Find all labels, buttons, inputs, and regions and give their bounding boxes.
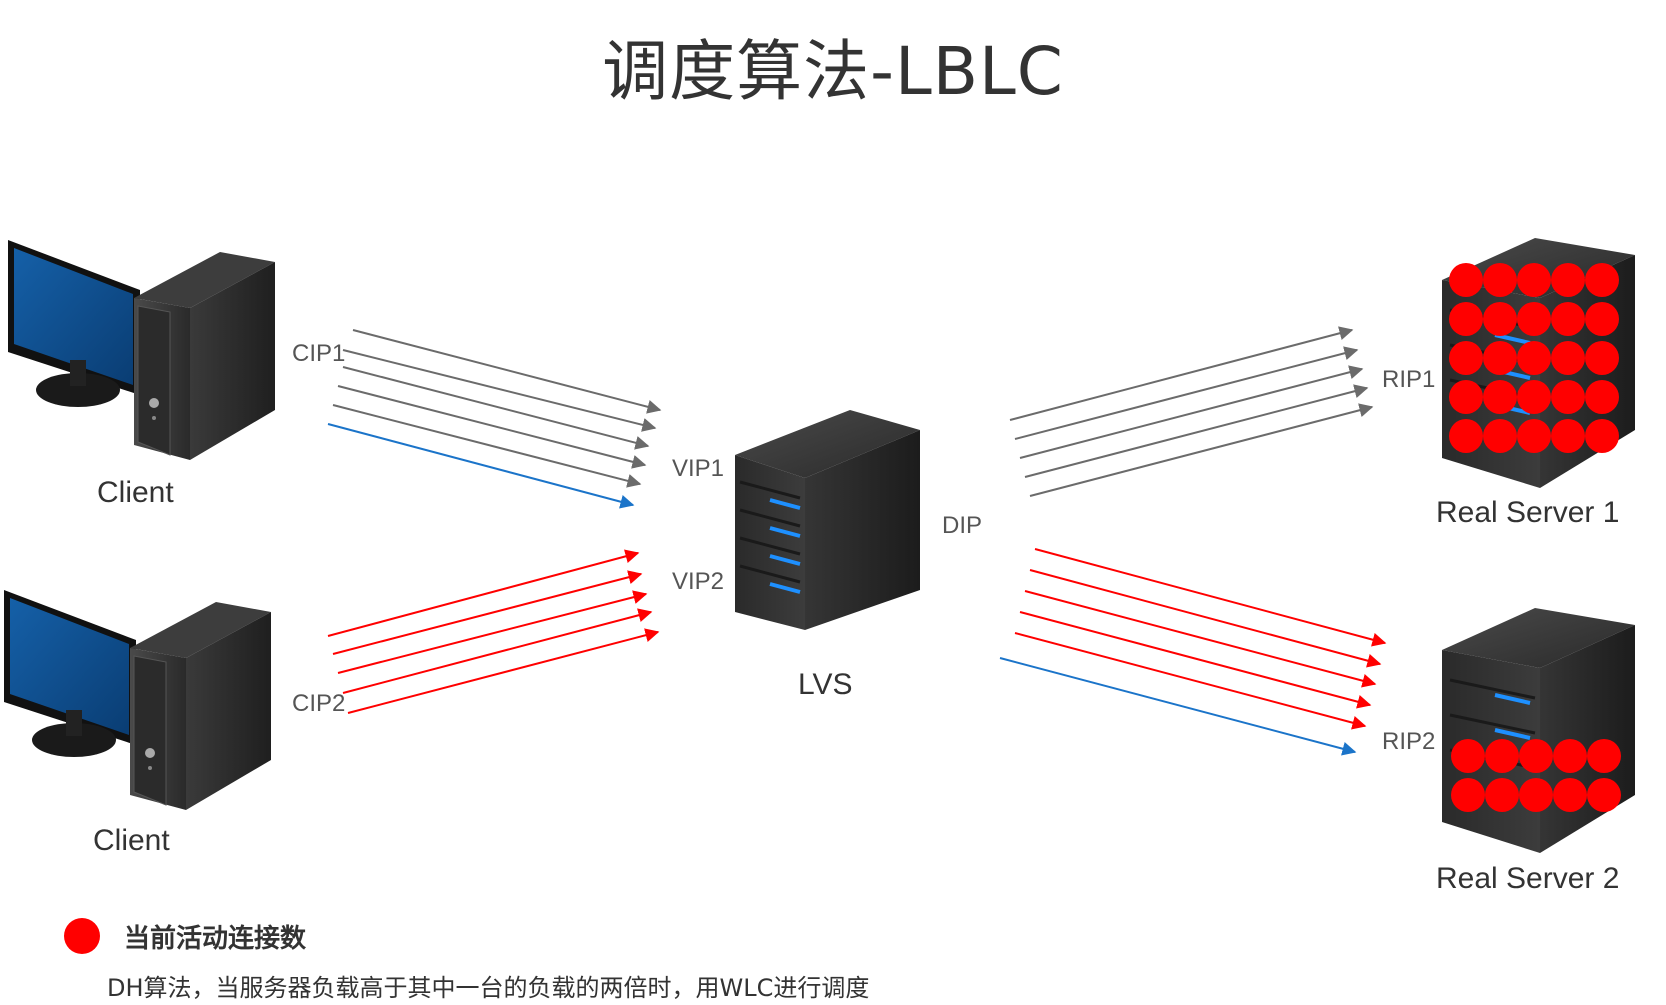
dip-to-rip1-arrows	[1009, 326, 1374, 497]
rip2-label: RIP2	[1382, 728, 1436, 755]
arrow-red	[1029, 569, 1382, 668]
arrow-gray	[1024, 384, 1369, 478]
connection-dot	[1483, 341, 1517, 375]
arrow-red	[347, 628, 660, 714]
connection-dot	[1483, 380, 1517, 414]
arrow-red	[1034, 548, 1387, 647]
connection-dot	[1551, 419, 1585, 453]
arrow-gray	[337, 385, 647, 469]
vip1-label: VIP1	[672, 455, 725, 482]
page-title: 调度算法-LBLC	[602, 33, 1064, 110]
arrow-gray	[1009, 326, 1354, 421]
connection-dot	[1517, 380, 1551, 414]
arrow-gray	[1014, 346, 1359, 440]
connection-dot	[1517, 263, 1551, 297]
connection-dot	[1449, 419, 1483, 453]
arrow-red	[1014, 632, 1367, 730]
arrow-red	[337, 590, 648, 674]
connection-dot	[1587, 739, 1621, 773]
arrow-red	[1019, 611, 1372, 709]
arrow-gray	[342, 366, 650, 450]
dip-label: DIP	[942, 512, 983, 539]
arrow-gray	[1019, 365, 1364, 459]
connection-dot	[1485, 778, 1519, 812]
connection-dot	[1451, 778, 1485, 812]
connection-dot	[1551, 341, 1585, 375]
legend-label: 当前活动连接数	[124, 924, 307, 954]
connection-dot	[1587, 778, 1621, 812]
client-computer-1-icon	[8, 240, 275, 460]
connection-dot	[1585, 341, 1619, 375]
arrow-blue	[999, 657, 1357, 756]
connection-dot	[1483, 302, 1517, 336]
arrow-red	[342, 608, 653, 694]
cip1-label: CIP1	[292, 340, 346, 367]
connection-dot	[1585, 380, 1619, 414]
connection-dot	[1449, 302, 1483, 336]
connection-dot	[1585, 302, 1619, 336]
connection-dot	[1449, 263, 1483, 297]
cip2-label: CIP2	[292, 690, 346, 717]
real-server-1-label: Real Server 1	[1436, 496, 1620, 529]
connection-dot	[1551, 380, 1585, 414]
connection-dot	[1449, 341, 1483, 375]
lvs-server-leds	[739, 480, 801, 594]
connection-dot	[1553, 739, 1587, 773]
connection-dot	[1517, 302, 1551, 336]
connection-dot	[1451, 739, 1485, 773]
legend-dot-icon	[64, 918, 100, 954]
client-2-label: Client	[93, 824, 170, 857]
arrow-red	[332, 570, 643, 655]
connection-dot	[1517, 341, 1551, 375]
arrow-blue	[327, 423, 635, 509]
arrow-red	[327, 549, 640, 637]
connection-dot	[1517, 419, 1551, 453]
vip2-label: VIP2	[672, 568, 725, 595]
lvs-label: LVS	[798, 668, 853, 701]
connection-dot	[1483, 419, 1517, 453]
dip-to-rip2-arrows	[999, 548, 1387, 756]
client1-to-vip1-arrows	[327, 329, 662, 509]
connection-dot	[1551, 302, 1585, 336]
rip1-label: RIP1	[1382, 366, 1436, 393]
connection-dot	[1519, 739, 1553, 773]
real-server-2-icon	[1442, 608, 1635, 853]
arrow-gray	[342, 349, 657, 432]
connection-dot	[1585, 263, 1619, 297]
connection-dot	[1449, 380, 1483, 414]
algorithm-note: DH算法，当服务器负载高于其中一台的负载的两倍时，用WLC进行调度	[107, 974, 870, 1002]
connection-dot	[1551, 263, 1585, 297]
connection-dot	[1553, 778, 1587, 812]
arrow-gray	[352, 329, 662, 414]
connection-dot	[1483, 263, 1517, 297]
real-server-2-label: Real Server 2	[1436, 862, 1620, 895]
connection-dot	[1519, 778, 1553, 812]
arrow-gray	[332, 404, 642, 488]
lvs-server-icon	[735, 410, 920, 630]
connection-dot	[1485, 739, 1519, 773]
client-1-label: Client	[97, 476, 174, 509]
client2-to-vip2-arrows	[327, 549, 660, 714]
arrow-gray	[1029, 403, 1374, 497]
client-computer-2-icon	[4, 590, 271, 810]
connection-dot	[1585, 419, 1619, 453]
arrow-red	[1024, 590, 1377, 688]
real-server-1-connection-dots	[1449, 263, 1619, 453]
real-server-2-connection-dots	[1451, 739, 1621, 812]
